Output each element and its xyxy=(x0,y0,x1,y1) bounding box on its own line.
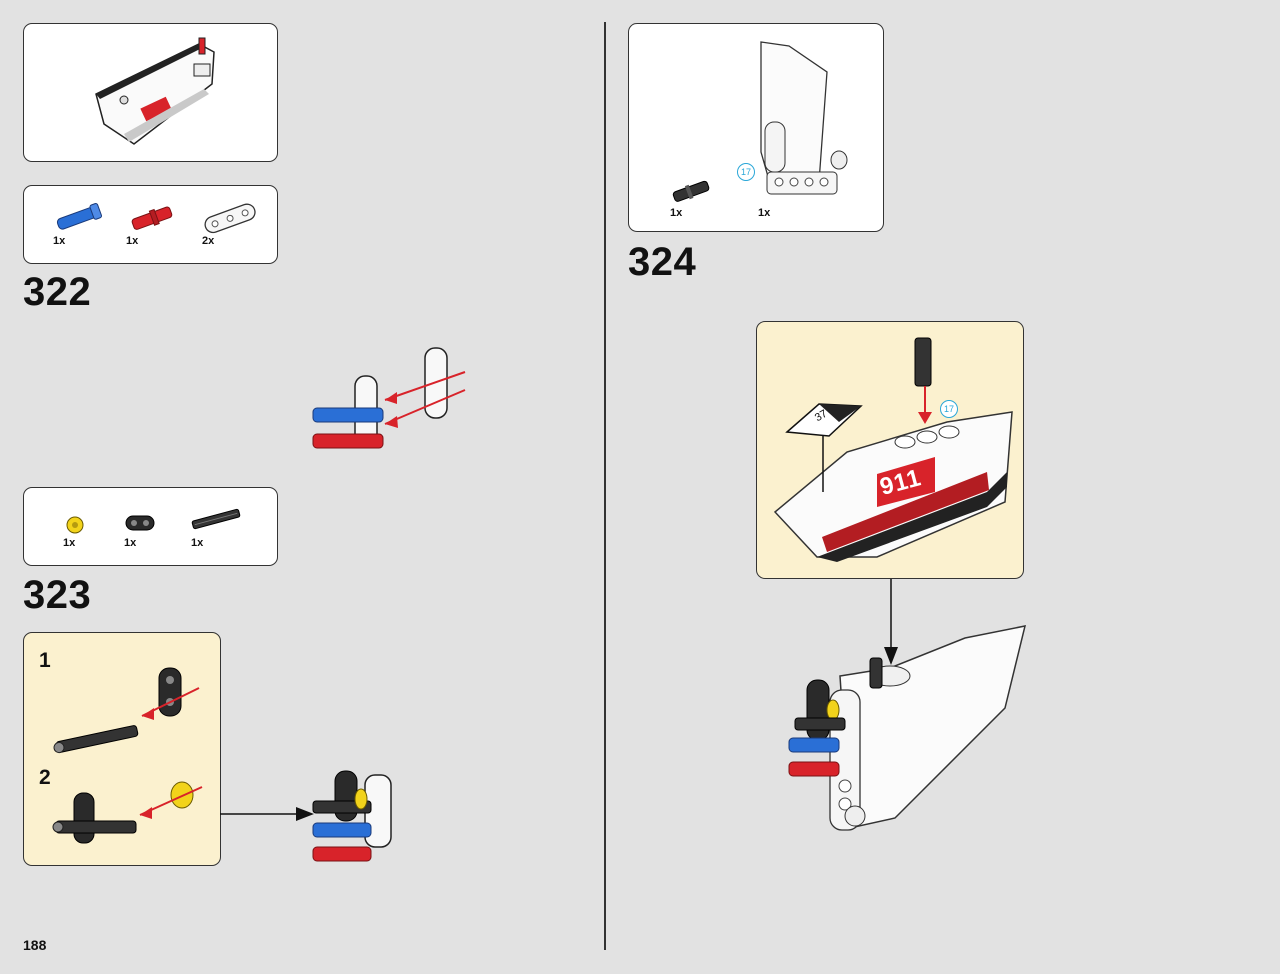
red-axle-pin-icon xyxy=(131,206,173,230)
substep-number: 1 xyxy=(39,649,51,672)
step-324-down-arrow xyxy=(884,579,898,665)
parts-list-324: 1x 17 1x xyxy=(628,23,884,232)
part-qty: 1x xyxy=(53,235,66,247)
sticker-application-drawing xyxy=(773,337,1013,562)
step-number-322: 322 xyxy=(23,270,92,314)
previous-assembly-box xyxy=(23,23,278,162)
page-divider xyxy=(604,22,606,950)
step-322-assembly-drawing xyxy=(312,347,466,449)
black-pin-icon xyxy=(672,180,710,202)
black-liftarm-icon xyxy=(125,515,155,531)
page-number: 188 xyxy=(23,937,47,953)
parts-list-322: 1x 1x 2x xyxy=(23,185,278,264)
part-qty: 1x xyxy=(670,207,683,219)
substep-2-drawing xyxy=(52,781,203,844)
sticker-callout-box-324: 37 911 17 xyxy=(756,321,1024,579)
callout-number: 17 xyxy=(940,400,958,418)
part-qty: 1x xyxy=(758,207,771,219)
part-qty: 2x xyxy=(202,235,215,247)
callout-number: 17 xyxy=(737,163,755,181)
step-323-result-drawing xyxy=(312,770,392,862)
white-panel-assembly-icon xyxy=(95,37,215,145)
substep-number: 2 xyxy=(39,766,51,789)
white-liftarm-icon xyxy=(204,203,256,234)
blue-pin-icon xyxy=(56,203,103,230)
black-axle-icon xyxy=(191,508,241,530)
white-wing-panel-icon xyxy=(760,41,848,195)
part-qty: 1x xyxy=(63,537,76,549)
step-number-324: 324 xyxy=(628,240,697,284)
substep-1-drawing xyxy=(53,667,200,754)
part-qty: 1x xyxy=(124,537,137,549)
parts-list-323: 1x 1x 1x xyxy=(23,487,278,566)
step-number-323: 323 xyxy=(23,573,92,617)
step-323-result-arrow xyxy=(220,807,314,821)
step-324-final-assembly xyxy=(788,625,1027,831)
yellow-bush-icon xyxy=(66,516,84,534)
part-qty: 1x xyxy=(191,537,204,549)
part-qty: 1x xyxy=(126,235,139,247)
substep-box-323: 1 2 xyxy=(23,632,221,866)
